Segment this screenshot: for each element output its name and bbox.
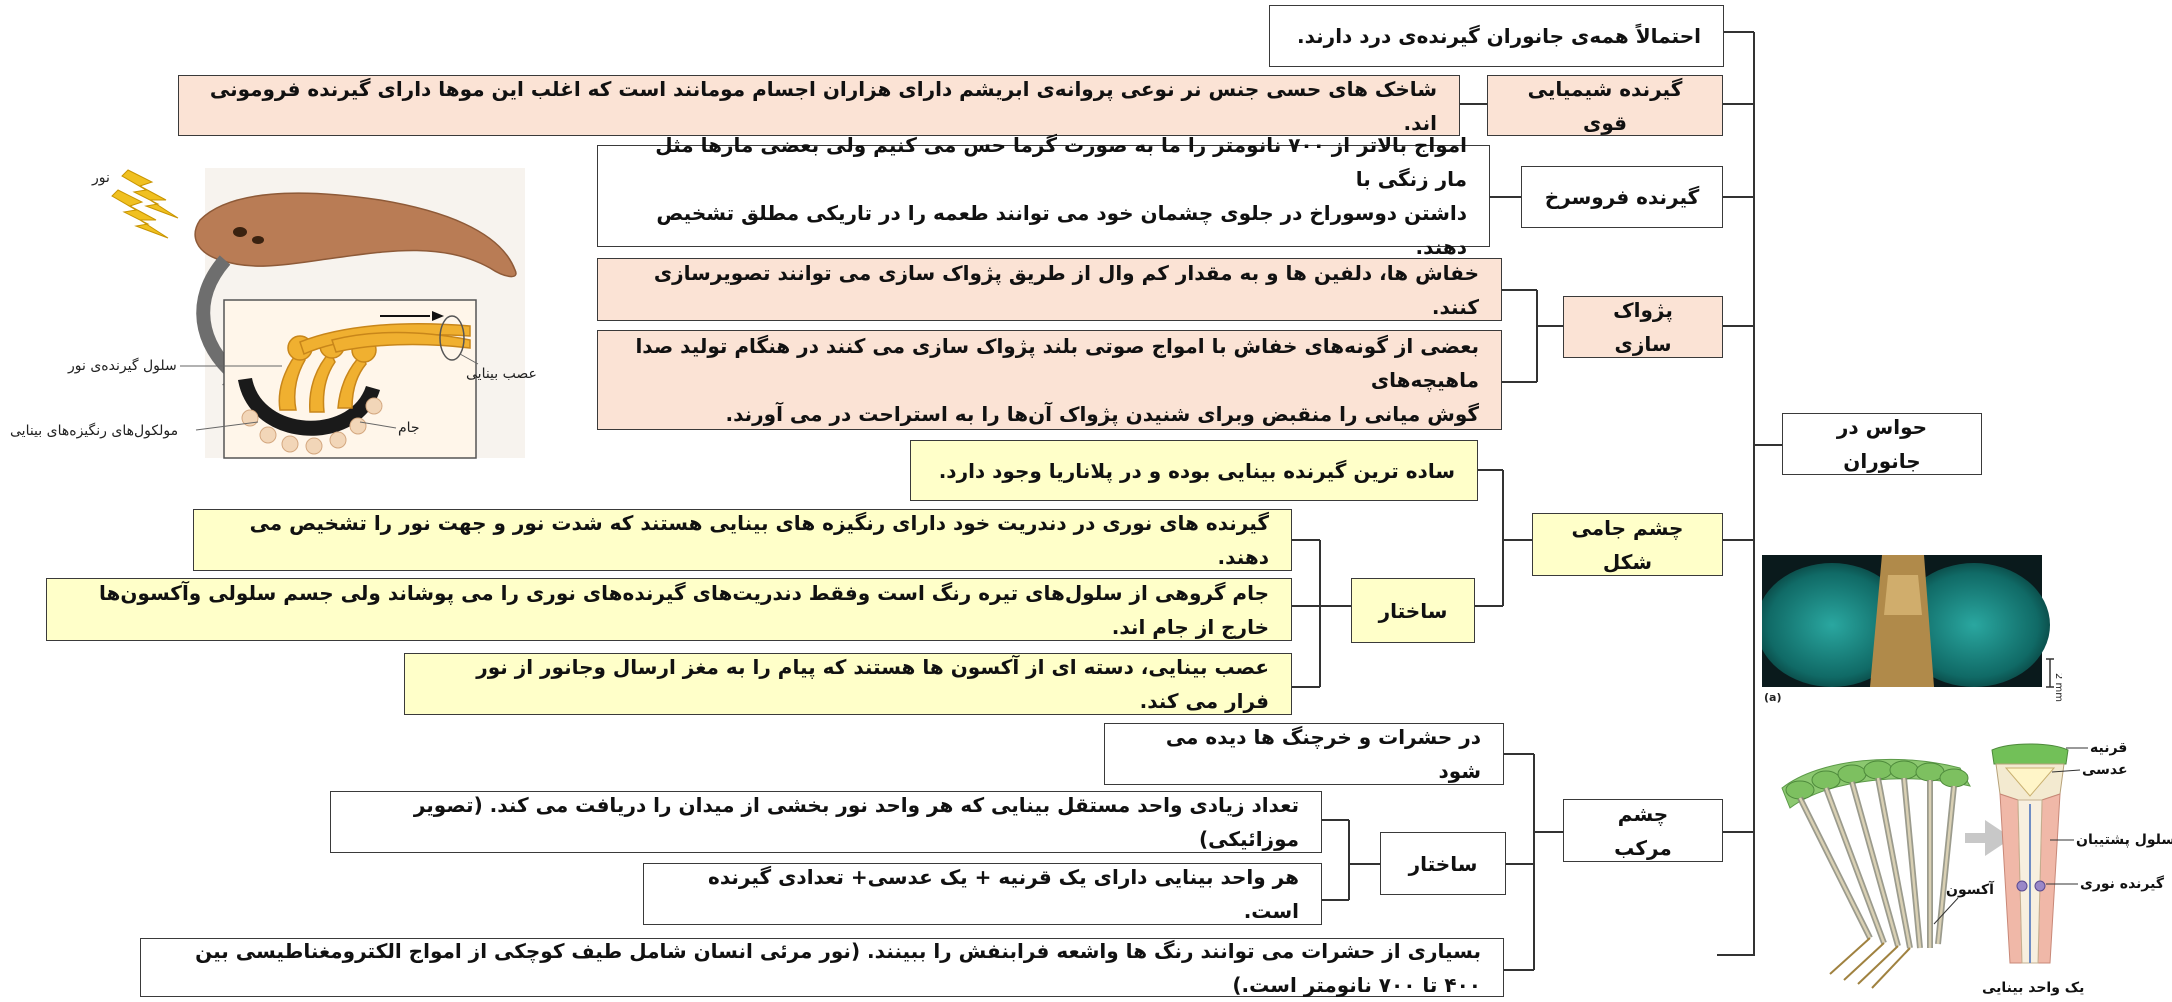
cup-structure-s2: جام گروهی از سلول‌های تیره رنگ است وفقط …: [46, 578, 1292, 641]
cup-eye-title: چشم جامی شکل: [1571, 515, 1684, 574]
photoreceptor-cells: [278, 322, 471, 413]
single-ommatidium: [1991, 743, 2069, 964]
echo-desc2-line1: بعضی از گونه‌های خفاش با امواج صوتی بلند…: [635, 334, 1479, 392]
enlarge-arrow: [1965, 820, 2012, 856]
compound-structure-s2: هر واحد بینایی دارای یک قرنیه + یک عدسی+…: [643, 863, 1322, 925]
light-label: نور: [91, 170, 110, 186]
cornea-label: قرنیه: [2090, 740, 2127, 756]
fly-eye-photo: 2 mm (a): [1762, 555, 2062, 704]
echo-node: پژواک سازی: [1563, 296, 1723, 358]
compound-eye-desc: در حشرات و خرچنگ ها دیده می شود: [1104, 723, 1504, 785]
chemo-title: گیرنده شیمیایی قوی: [1527, 76, 1683, 135]
chemo-desc-text: شاخک های حسی جنس نر نوعی پروانه‌ی ابریشم…: [209, 76, 1437, 135]
intro-text: احتمالاً همه‌ی جانوران گیرنده‌ی درد دارن…: [1297, 24, 1701, 48]
photoreceptor-label: سلول گیرنده‌ی نور: [67, 357, 177, 374]
scale-label: 2 mm: [2053, 673, 2062, 702]
infrared-line1: امواج بالاتر از ۷۰۰ نانومتر را ما به صور…: [655, 133, 1467, 191]
cup-eye-desc-text: ساده ترین گیرنده بینایی بوده و در پلانار…: [938, 458, 1455, 483]
pigment-cup: [238, 378, 380, 436]
lens-label: عدسی: [2082, 762, 2128, 778]
cup-eye-node: چشم جامی شکل: [1532, 513, 1723, 576]
pigment-label: مولکول‌های رنگیزه‌های بینایی: [10, 422, 178, 439]
cup-s3-text: عصب بینایی، دسته ای از آکسون ها هستند که…: [476, 655, 1269, 713]
cup-structure-title: ساختار: [1378, 598, 1448, 623]
unit-label: یک واحد بینایی: [1982, 980, 2084, 996]
cup-cells: [241, 397, 383, 455]
echo-desc2-line2: گوش میانی را منقبض وبرای شنیدن پژواک آن‌…: [725, 402, 1480, 426]
infrared-line2: داشتن دوسوراخ در جلوی چشمان خود می توانن…: [656, 201, 1467, 259]
compound-s1-text: تعداد زیادی واحد مستقل بینایی که هر واحد…: [413, 793, 1299, 851]
fly-head-highlight: [1884, 575, 1922, 615]
infrared-title: گیرنده فروسرخ: [1544, 185, 1700, 209]
lens-leader: [2051, 769, 2081, 773]
light-bolt-icon: [111, 169, 179, 239]
compound-structure-node: ساختار: [1380, 832, 1506, 895]
axon-leader: [1933, 897, 1959, 925]
photoreceptor-label: گیرنده نوری: [2080, 875, 2165, 892]
chemo-node: گیرنده شیمیایی قوی: [1487, 75, 1723, 136]
compound-eye-title: چشم مرکب: [1614, 801, 1672, 860]
figure-tag: (a): [1764, 691, 1781, 704]
echo-desc1-text: خفاش ها، دلفین ها و به مقدار کم وال از ط…: [653, 260, 1479, 319]
support-cell-label: سلول پشتیبان: [2076, 832, 2172, 848]
compound-structure-s1: تعداد زیادی واحد مستقل بینایی که هر واحد…: [330, 791, 1322, 853]
ommatidium-figure: قرنیه عدسی سلول پشتیبان گیرنده نوری آکسو…: [1781, 740, 2172, 996]
echo-desc2: بعضی از گونه‌های خفاش با امواج صوتی بلند…: [597, 330, 1502, 430]
compound-eye-desc-text: در حشرات و خرچنگ ها دیده می شود: [1165, 725, 1481, 783]
planaria-eyespot-left: [233, 227, 247, 237]
echo-desc1: خفاش ها، دلفین ها و به مقدار کم وال از ط…: [597, 258, 1502, 321]
compound-uv-desc: بسیاری از حشرات می توانند رنگ ها واشعه ف…: [140, 938, 1504, 997]
cup-leader: [359, 421, 397, 429]
nerve-label: عصب بینایی: [466, 366, 537, 382]
root-label: حواس در جانوران: [1836, 415, 1928, 473]
axon-label: آکسون: [1946, 880, 1995, 898]
compound-structure-title: ساختار: [1408, 851, 1478, 876]
cup-structure-s1: گیرنده های نوری در دندریت خود دارای رنگی…: [193, 509, 1292, 571]
cup-s2-text: جام گروهی از سلول‌های تیره رنگ است وفقط …: [98, 580, 1269, 639]
compound-eye-node: چشم مرکب: [1563, 799, 1723, 862]
planaria-body: [194, 192, 517, 278]
cup-eye-desc: ساده ترین گیرنده بینایی بوده و در پلانار…: [910, 440, 1478, 501]
chemo-desc: شاخک های حسی جنس نر نوعی پروانه‌ی ابریشم…: [178, 75, 1460, 136]
ommatidia-bundle: [1781, 758, 1971, 989]
compound-uv-text: بسیاری از حشرات می توانند رنگ ها واشعه ف…: [195, 938, 1481, 997]
nerve-ring: [439, 315, 465, 361]
echo-title: پژواک سازی: [1613, 298, 1673, 356]
infrared-node: گیرنده فروسرخ: [1521, 166, 1723, 228]
pigment-leader: [195, 421, 259, 431]
nerve-leader: [459, 353, 479, 365]
root-node: حواس در جانوران: [1782, 413, 1982, 475]
cup-label: جام: [398, 420, 420, 436]
intro-node: احتمالاً همه‌ی جانوران گیرنده‌ی درد دارن…: [1269, 5, 1724, 67]
cup-structure-node: ساختار: [1351, 578, 1475, 643]
planaria-eye-figure: نور سلول گیرنده‌ی نور مولکول‌های رنگیزه‌…: [10, 168, 537, 459]
infrared-desc: امواج بالاتر از ۷۰۰ نانومتر را ما به صور…: [597, 133, 1490, 259]
planaria-eyespot-right: [252, 236, 264, 244]
cup-s1-text: گیرنده های نوری در دندریت خود دارای رنگی…: [249, 511, 1269, 569]
fly-eye-left: [1762, 563, 1908, 687]
signal-arrow-head: [432, 311, 444, 321]
cup-structure-s3: عصب بینایی، دسته ای از آکسون ها هستند که…: [404, 653, 1292, 715]
compound-s2-text: هر واحد بینایی دارای یک قرنیه + یک عدسی+…: [708, 865, 1299, 923]
fly-eye-right: [1898, 563, 2050, 687]
